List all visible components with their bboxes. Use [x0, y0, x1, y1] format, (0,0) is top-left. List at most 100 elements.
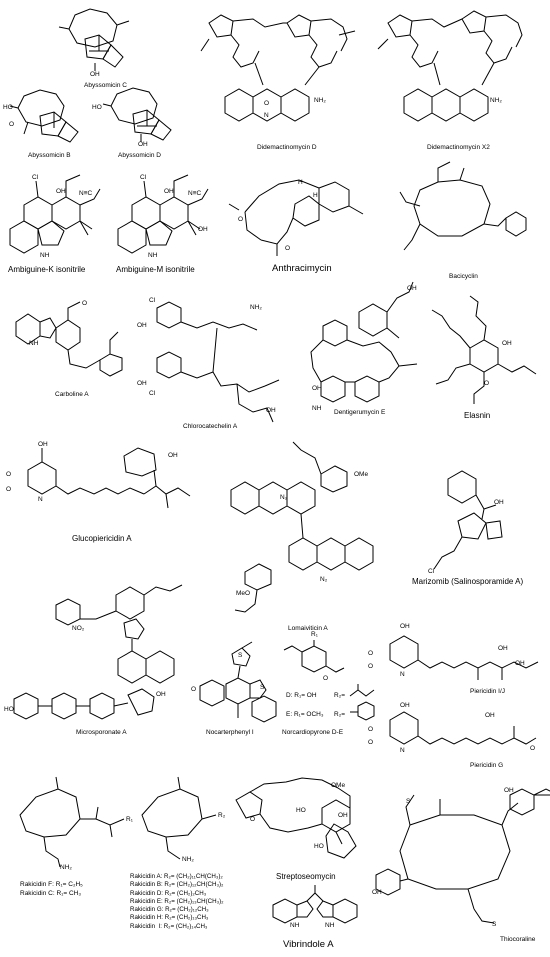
atom-oh-label: OH: [502, 340, 512, 347]
atom-oh-label: OH: [38, 441, 48, 448]
label-streptoseomycin: Streptoseomycin: [276, 872, 336, 881]
atom-h-label: H: [298, 179, 303, 186]
atom-o-label: O: [9, 121, 15, 128]
atom-oh-label: OH: [400, 702, 410, 709]
ambiguine-k-structure: [9, 174, 101, 254]
atom-oh-label: OH: [156, 691, 166, 698]
nocardiopyrone-r2-phenyl: [350, 701, 375, 721]
rakicidin-list-item: Rakicidin I: R₂= (CH₂)₁₄CH₃: [130, 922, 208, 930]
label-vibrindole-a: Vibrindole A: [283, 939, 334, 950]
atom-o-label: O: [484, 380, 490, 387]
atom-h-label: H: [313, 192, 318, 199]
atom-n2-label: N₂: [280, 494, 288, 501]
label-abyssomicin-d: Abyssomicin D: [118, 152, 161, 159]
label-nocardiopyrone-d: D: R₁= OH: [286, 692, 317, 699]
atom-o-label: O: [191, 686, 197, 693]
streptoseomycin-structure: [235, 777, 357, 859]
nocardiopyrone-r2-chain: [349, 684, 375, 697]
atom-oh-label: OH: [494, 499, 504, 506]
lomaiviticin-a-structure: [230, 441, 374, 613]
atom-nh2-label: NH₂: [490, 97, 502, 104]
atom-oh-label: OH: [485, 712, 495, 719]
marizomib-structure: [433, 470, 503, 570]
atom-oh-label: OH: [504, 787, 514, 794]
atom-nh-label: NH: [290, 922, 300, 929]
piericidin-g-structure: [389, 711, 537, 745]
glucopiericidin-a-structure: [27, 447, 191, 509]
label-rakicidin-f: Rakicidin F: R₁= C₂H₅: [20, 881, 83, 888]
atom-nh-label: NH: [29, 340, 39, 347]
atom-nh2-label: NH₂: [60, 864, 72, 871]
atom-nc-label: N≡C: [79, 190, 93, 197]
label-dentigerumycin-e: Dentigerumycin E: [334, 409, 386, 416]
atom-cl-label: Cl: [428, 568, 435, 575]
atom-o-label: O: [250, 816, 256, 823]
atom-oh-label: OH: [168, 452, 178, 459]
label-microsporonate-a: Microsporonate A: [76, 729, 127, 736]
label-piericidin-ij: Piericidin I/J: [470, 688, 506, 695]
atom-ho-label: HO: [3, 104, 13, 111]
atom-no2-label: NO₂: [72, 625, 85, 632]
atom-ho-label: HO: [296, 807, 306, 814]
rakicidin-list-item: Rakicidin H: R₂= (CH₂)₁₃CH₃: [130, 914, 209, 922]
dentigerumycin-e-structure: [310, 281, 418, 403]
abyssomicin-c-structure: [58, 8, 130, 71]
abyssomicin-d-structure: [102, 87, 172, 142]
label-bacicyclin: Bacicyclin: [449, 273, 478, 280]
atom-cl-label: Cl: [140, 174, 147, 181]
abyssomicin-b-structure: [9, 89, 79, 143]
label-ambiguine-k: Ambiguine-K isonitrile: [8, 265, 86, 274]
atom-o-label: O: [323, 675, 329, 682]
ambiguine-m-structure: [117, 174, 209, 254]
atom-n2-label: N₂: [320, 576, 328, 583]
label-nocardiopyrone-r2-a: R₂=: [334, 692, 346, 699]
atom-nc-label: N≡C: [188, 190, 202, 197]
atom-nh2-label: NH₂: [182, 856, 194, 863]
label-chlorocatechelin-a: Chlorocatechelin A: [183, 423, 238, 430]
carboline-a-structure: [15, 301, 123, 377]
nocardiopyrone-structure: [283, 640, 345, 673]
atom-s-label: S: [238, 652, 243, 659]
elasnin-structure: [431, 295, 537, 404]
atom-o-label: O: [368, 726, 374, 733]
label-elasnin: Elasnin: [464, 411, 491, 420]
atom-o-label: O: [285, 245, 291, 252]
label-nocardiopyrone: Norcardiopyrone D-E: [282, 729, 344, 736]
atom-nh-label: NH: [40, 252, 50, 259]
atom-oh-label: OH: [515, 660, 525, 667]
atom-cl-label: Cl: [149, 390, 156, 397]
label-nocardiopyrone-r2-b: R₂=: [334, 711, 346, 718]
label-anthracimycin: Anthracimycin: [272, 263, 332, 274]
label-marizomib: Marizomib (Salinosporamide A): [412, 577, 524, 586]
atom-oh-label: OH: [164, 188, 174, 195]
atom-n-label: N: [400, 747, 405, 754]
atom-s-label: S: [406, 798, 411, 805]
piericidin-ij-structure: [389, 635, 539, 680]
atom-oh-label: OH: [372, 889, 382, 896]
atom-oh-label: OH: [56, 188, 66, 195]
atom-oh-label: OH: [138, 141, 148, 148]
substituent-r1-label: R₁: [311, 631, 318, 638]
label-didemactinomycin-x2: Didemactinomycin X2: [427, 144, 490, 151]
atom-o-label: O: [6, 471, 12, 478]
atom-o-label: O: [264, 100, 270, 107]
label-lomaiviticin-a: Lomaiviticin A: [288, 625, 328, 632]
microsporonate-a-structure: [13, 584, 183, 720]
atom-nh-label: NH: [325, 922, 335, 929]
rakicidin-ai-structure: [141, 776, 217, 860]
atom-o-label: O: [368, 663, 374, 670]
rakicidin-list-item: Rakicidin G: R₂= (CH₂)₁₂CH₃: [130, 906, 209, 914]
atom-nh2-label: NH₂: [250, 304, 262, 311]
atom-ome-label: OMe: [331, 782, 346, 789]
label-didemactinomycin-d: Didemactinomycin D: [257, 144, 317, 151]
label-thiocoraline: Thiocoraline: [500, 936, 536, 943]
anthracimycin-structure: [228, 179, 364, 256]
rakicidin-fc-structure: [19, 776, 125, 868]
atom-nh-label: NH: [312, 405, 322, 412]
substituent-r2-label: R₂: [218, 812, 226, 819]
rakicidin-list-item: Rakicidin E: R₂= (CH₂)₁₃CH(CH₃)₂: [130, 897, 224, 905]
atom-n-label: N: [38, 496, 43, 503]
label-nocarterphenyl-i: Nocarterphenyl I: [206, 729, 254, 736]
chlorocatechelin-a-structure: [156, 301, 280, 423]
rakicidin-list-item: Rakicidin B: R₂= (CH₂)₁₂CH(CH₃)₂: [130, 881, 224, 889]
